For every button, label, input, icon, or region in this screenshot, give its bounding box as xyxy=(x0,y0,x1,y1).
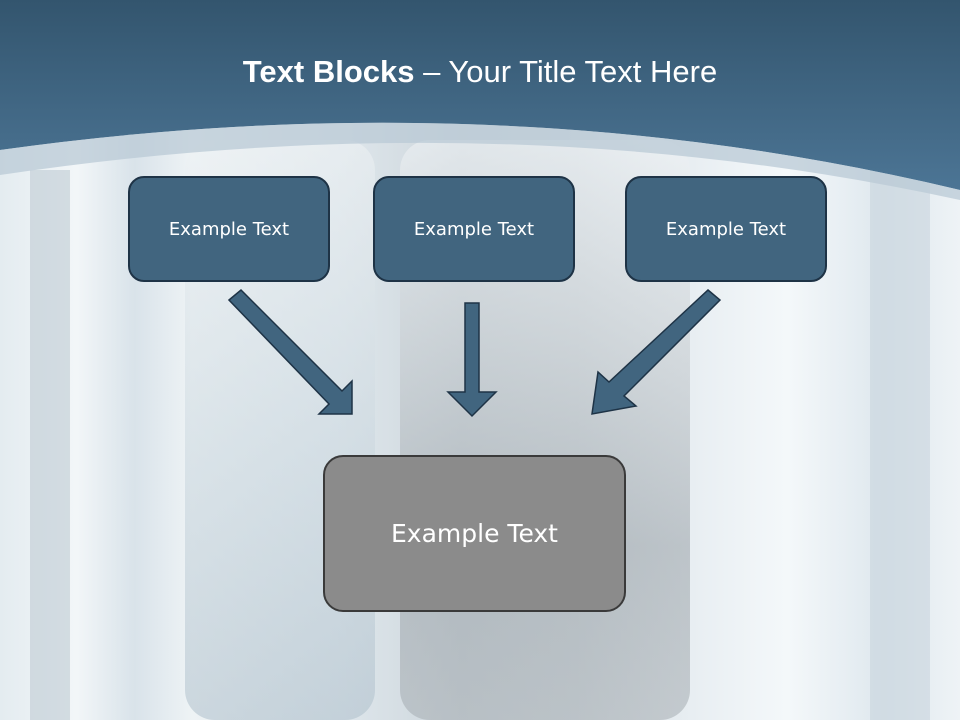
arrow-center xyxy=(446,302,498,418)
title-rest: – Your Title Text Here xyxy=(414,54,718,89)
text-block-2[interactable]: Example Text xyxy=(373,176,575,282)
arrow-right xyxy=(591,289,722,415)
text-block-3[interactable]: Example Text xyxy=(625,176,827,282)
text-block-1-label: Example Text xyxy=(168,218,290,240)
result-block-label: Example Text xyxy=(391,519,558,548)
arrow-left xyxy=(227,288,353,415)
photo-window-right xyxy=(870,170,930,720)
result-block[interactable]: Example Text xyxy=(323,455,626,612)
text-block-3-label: Example Text xyxy=(665,218,787,240)
header-banner xyxy=(0,0,960,200)
photo-window-left xyxy=(30,170,70,720)
text-block-1[interactable]: Example Text xyxy=(128,176,330,282)
title-bold: Text Blocks xyxy=(242,54,415,89)
slide-title: Text Blocks – Your Title Text Here xyxy=(0,54,960,90)
text-block-2-label: Example Text xyxy=(413,218,535,240)
